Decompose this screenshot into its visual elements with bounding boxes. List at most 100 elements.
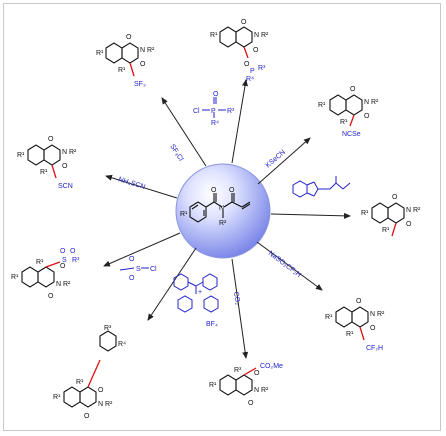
center-substrate: R¹ N R² O O <box>180 187 251 227</box>
svg-text:R¹: R¹ <box>96 50 104 57</box>
reagent-p-r4: R⁴ <box>211 120 219 127</box>
svg-text:O: O <box>48 293 54 300</box>
svg-text:R¹: R¹ <box>382 227 390 234</box>
rs-cl: Cl <box>150 266 157 273</box>
svg-text:R¹: R¹ <box>53 394 61 401</box>
reagent-p-r3: R³ <box>227 108 235 115</box>
svg-text:S: S <box>62 257 67 264</box>
rs-o2: O <box>129 275 135 282</box>
svg-text:O: O <box>253 47 259 54</box>
svg-text:N: N <box>140 47 145 54</box>
product-alkyl: O O N R² R¹ R¹ <box>361 194 421 237</box>
svg-text:R¹: R¹ <box>210 32 218 39</box>
product-scf3: O O N R² R¹ R¹ SF₃ <box>96 34 155 88</box>
svg-text:R³: R³ <box>72 257 80 264</box>
reagent-sulfonium: BF₄ + <box>173 273 219 328</box>
svg-text:N: N <box>370 311 375 318</box>
svg-text:O: O <box>60 263 66 270</box>
reagent-bf4: BF₄ <box>206 321 218 328</box>
svg-text:R³: R³ <box>258 65 266 72</box>
center-n: N <box>219 205 224 212</box>
svg-text:R²: R² <box>261 32 269 39</box>
svg-text:CF₂H: CF₂H <box>366 345 383 352</box>
svg-text:N: N <box>98 401 103 408</box>
svg-text:R²: R² <box>377 311 385 318</box>
svg-text:R²: R² <box>371 99 379 106</box>
svg-text:R¹: R¹ <box>11 274 19 281</box>
svg-text:N: N <box>254 32 259 39</box>
svg-text:R¹: R¹ <box>340 119 348 126</box>
svg-text:P: P <box>250 68 255 75</box>
arrow-aryl <box>147 247 197 321</box>
reagent-co2: CO₂ <box>232 291 241 305</box>
svg-text:SCN: SCN <box>58 183 73 190</box>
svg-text:R¹: R¹ <box>118 67 126 74</box>
svg-text:O: O <box>241 19 247 26</box>
reagent-nh4scn: NH₄SCN <box>117 176 146 191</box>
svg-text:O: O <box>392 194 398 201</box>
center-o1: O <box>211 187 217 194</box>
svg-text:R²: R² <box>413 207 421 214</box>
svg-text:R²: R² <box>261 387 269 394</box>
arrow-sulfonyl <box>103 232 181 267</box>
product-sulfonyl: O O N R² R¹ R¹ S O O R³ <box>11 248 80 300</box>
svg-text:R³: R³ <box>234 367 242 374</box>
svg-text:O: O <box>62 163 68 170</box>
svg-text:O: O <box>140 61 146 68</box>
center-o2: O <box>229 187 235 194</box>
svg-text:R¹: R¹ <box>17 152 25 159</box>
svg-text:R²: R² <box>69 149 77 156</box>
svg-text:N: N <box>364 99 369 106</box>
center-r2: R² <box>219 220 227 227</box>
reagent-kscn: KSeCN <box>265 149 287 170</box>
svg-text:N: N <box>62 149 67 156</box>
svg-text:R¹: R¹ <box>76 379 84 386</box>
svg-text:R²: R² <box>147 47 155 54</box>
reagent-plus: + <box>198 289 202 296</box>
svg-text:O: O <box>406 221 412 228</box>
arrow-alkyl <box>270 212 351 219</box>
rs-o1: O <box>129 256 135 263</box>
svg-text:R¹: R¹ <box>346 331 354 338</box>
reagent-p-p: P <box>211 108 216 115</box>
svg-text:O: O <box>350 86 356 93</box>
reagent-p-cl: Cl <box>193 108 200 115</box>
svg-text:SF₃: SF₃ <box>134 81 146 88</box>
reagent-scf3: SF₃Cl <box>168 143 184 163</box>
product-difluoromethyl: O O N R² R¹ R¹ CF₂H <box>325 298 385 352</box>
svg-text:O: O <box>254 370 260 377</box>
figure-frame <box>3 3 441 431</box>
svg-text:O: O <box>60 248 66 255</box>
svg-text:N: N <box>56 281 61 288</box>
reagent-phthalimide <box>292 176 351 198</box>
svg-text:CO₂Me: CO₂Me <box>260 363 283 370</box>
svg-text:R¹: R¹ <box>361 210 369 217</box>
svg-text:O: O <box>98 387 104 394</box>
center-r1: R¹ <box>180 211 188 218</box>
arrows <box>103 79 351 359</box>
svg-text:O: O <box>84 413 90 420</box>
svg-text:R¹: R¹ <box>318 102 326 109</box>
svg-text:O: O <box>126 34 132 41</box>
product-selenocyanate: O O N R² R¹ R¹ NCSe <box>318 86 379 138</box>
svg-text:R²: R² <box>63 281 71 288</box>
product-ester: O O N R² R¹ R³ CO₂Me <box>209 363 283 407</box>
arrow-sescn <box>257 137 311 185</box>
svg-text:R²: R² <box>105 401 113 408</box>
svg-text:O: O <box>364 113 370 120</box>
svg-text:N: N <box>254 387 259 394</box>
svg-text:O: O <box>248 400 254 407</box>
product-aryl: O O N R² R¹ R³ R⁴ R¹ <box>53 325 126 420</box>
arrow-top <box>231 79 248 164</box>
svg-text:O: O <box>370 325 376 332</box>
reagent-nahso: NaSO₂CF₂H <box>267 250 302 279</box>
rs-s: S <box>136 266 141 273</box>
svg-text:R¹: R¹ <box>325 314 333 321</box>
product-phosphinyl: O O N R² R¹ O P R³ R⁴ <box>210 19 269 83</box>
arrow-scf3 <box>161 97 207 167</box>
reagent-sulfonyl-chloride: O O S Cl <box>119 256 157 282</box>
arrow-ester <box>231 258 249 359</box>
svg-text:R⁴: R⁴ <box>246 76 254 83</box>
